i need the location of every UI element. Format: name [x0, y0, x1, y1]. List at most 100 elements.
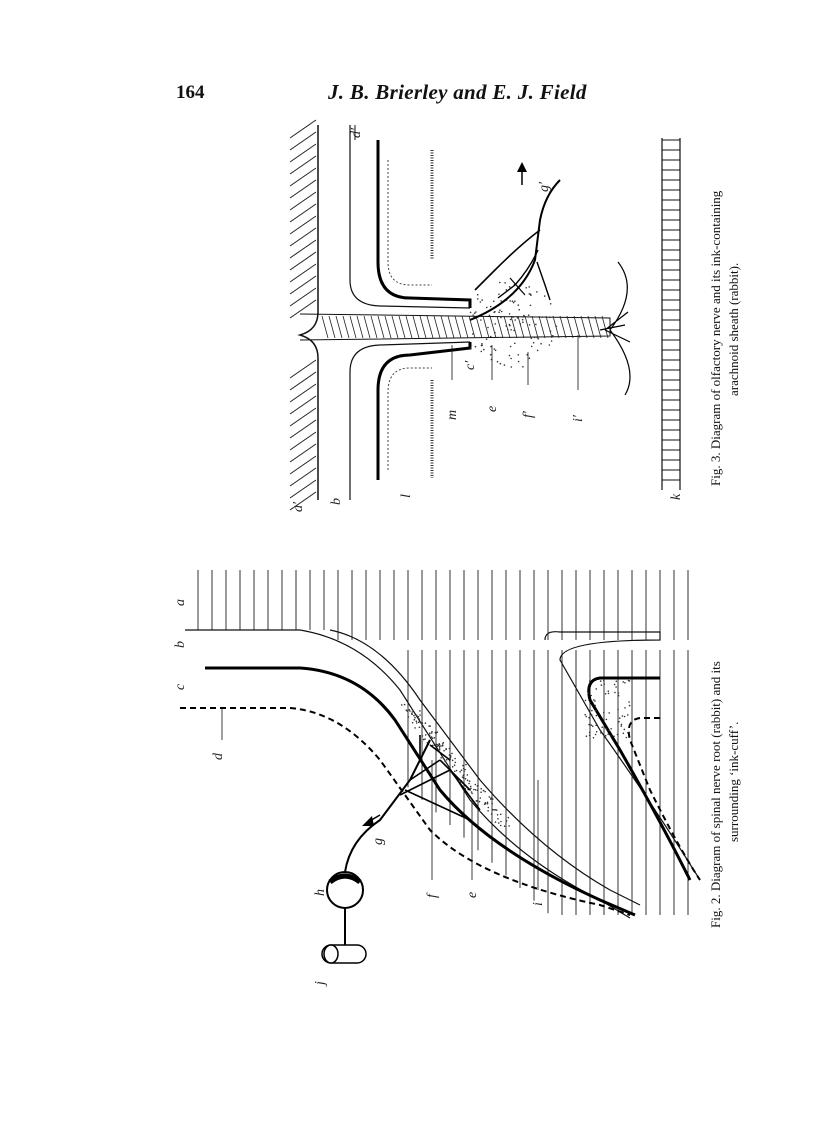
stipple-dot [431, 730, 433, 733]
stipple-dot [530, 294, 532, 297]
channel-hatch-line [440, 315, 448, 339]
stipple-dot [484, 790, 486, 793]
fig3-epithelium-comb [662, 139, 680, 481]
fig3-foramen-hatch [321, 315, 609, 339]
stipple-dot [460, 769, 463, 771]
channel-hatch-line [412, 315, 420, 339]
stipple-dot [468, 782, 470, 785]
stipple-dot [470, 787, 472, 790]
stipple-dot [437, 744, 440, 747]
hatch-line [289, 467, 317, 487]
hatch-line [289, 419, 317, 439]
stipple-dot [480, 787, 483, 790]
stipple-dot [530, 337, 533, 340]
stipple-dot [624, 682, 626, 684]
channel-hatch-line [342, 315, 350, 339]
stipple-dot [594, 733, 597, 736]
channel-hatch-line [454, 315, 462, 339]
stipple-dot [479, 301, 482, 303]
stipple-dot [490, 345, 492, 348]
stipple-dot [622, 681, 624, 683]
stipple-dot [528, 293, 531, 295]
stipple-dot [418, 718, 421, 720]
stipple-dot [522, 366, 524, 368]
stipple-dot [500, 316, 502, 319]
fig2-label-b: b [173, 641, 188, 648]
stipple-dot [499, 281, 501, 284]
stipple-dot [414, 727, 416, 729]
stipple-dot [514, 300, 516, 303]
fig2-label-c: c [173, 683, 188, 690]
stipple-dot [588, 716, 590, 719]
stipple-dot [512, 301, 515, 304]
fig3-arachnoid-lower [349, 341, 471, 500]
stipple-dot [489, 335, 492, 338]
channel-hatch-line [335, 315, 343, 339]
hatch-line [289, 407, 317, 427]
stipple-dot [471, 333, 474, 335]
fig2-label-e: e [465, 892, 480, 898]
fig3-receptor-root [599, 261, 631, 396]
stipple-dot [508, 323, 511, 326]
fig3-label-m: m [445, 410, 460, 420]
fig3-olfactory-fibre [469, 179, 561, 321]
stipple-dot [494, 821, 497, 823]
stipple-dot [600, 684, 603, 686]
stipple-dot [584, 699, 587, 702]
stipple-dot [513, 329, 515, 332]
fig3-label-k: k [669, 493, 684, 500]
fig2-caption-line1: Fig. 2. Diagram of spinal nerve root (ra… [708, 661, 723, 928]
stipple-dot [607, 733, 609, 736]
fig3-caption-line2: arachnoid sheath (rabbit). [726, 263, 741, 396]
fig3-ink-stipple [469, 281, 558, 368]
stipple-dot [411, 711, 414, 713]
fig2-label-d: d [211, 752, 226, 760]
stipple-dot [473, 312, 476, 315]
stipple-dot [430, 736, 433, 738]
stipple-dot [414, 716, 416, 719]
stipple-dot [500, 820, 502, 823]
hatch-line [289, 287, 317, 307]
stipple-dot [487, 810, 489, 812]
fig2-label-j: j [313, 981, 328, 987]
stipple-dot [442, 757, 445, 760]
fig3-caption-line1: Fig. 3. Diagram of olfactory nerve and i… [708, 190, 723, 486]
stipple-dot [473, 788, 475, 791]
stipple-dot [609, 735, 612, 737]
stipple-dot [510, 357, 512, 360]
stipple-dot [623, 728, 626, 731]
stipple-dot [454, 757, 456, 760]
stipple-dot [594, 704, 596, 707]
stipple-dot [595, 731, 598, 733]
stipple-dot [472, 314, 475, 316]
fig2-ink-stipple [400, 679, 631, 827]
stipple-dot [508, 286, 511, 288]
stipple-dot [517, 304, 520, 306]
stipple-dot [607, 690, 610, 692]
stipple-dot [514, 342, 516, 345]
channel-hatch-line [489, 315, 497, 339]
stipple-dot [482, 789, 485, 792]
stipple-dot [459, 771, 461, 773]
stipple-dot [603, 683, 606, 685]
fig2-cylinder-end [323, 944, 339, 964]
stipple-dot [474, 789, 477, 791]
hatch-line [289, 275, 317, 295]
stipple-dot [422, 738, 425, 741]
channel-hatch-line [377, 315, 385, 339]
stipple-dot [493, 348, 496, 350]
stipple-dot [464, 768, 466, 771]
stipple-dot [481, 299, 484, 301]
stipple-dot [489, 353, 492, 356]
hatch-line [289, 143, 317, 163]
stipple-dot [418, 720, 421, 723]
stipple-dot [516, 317, 519, 319]
stipple-dot [476, 293, 479, 296]
stipple-dot [499, 813, 502, 816]
stipple-dot [481, 344, 483, 347]
fig2-label-h: h [313, 889, 328, 896]
stipple-dot [476, 789, 479, 791]
channel-hatch-line [503, 315, 511, 339]
stipple-dot [517, 354, 520, 356]
stipple-dot [424, 734, 427, 736]
